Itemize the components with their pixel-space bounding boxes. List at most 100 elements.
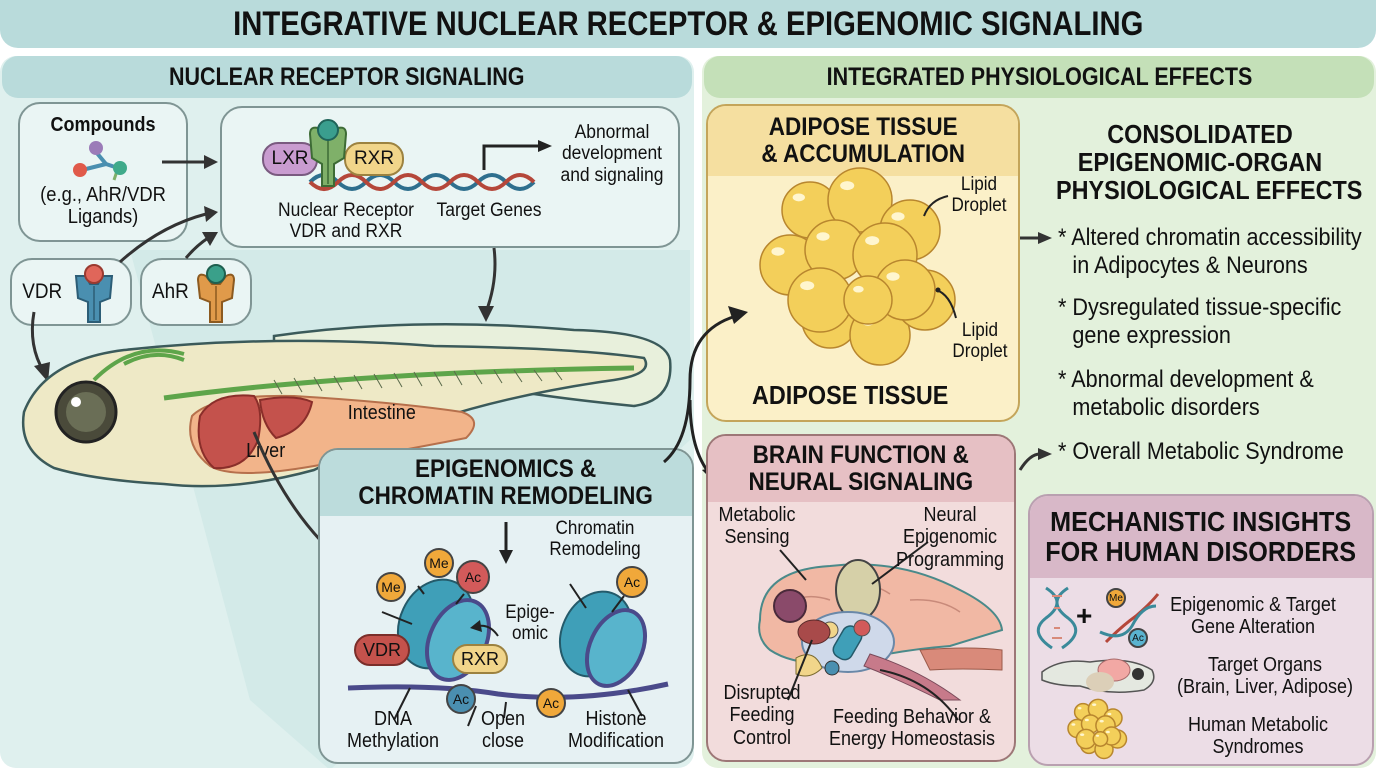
- dna-strand: [347, 681, 669, 700]
- vdr-box: [10, 258, 132, 326]
- methyl-badge: Me: [424, 548, 454, 578]
- vdr-label: VDR: [22, 280, 63, 303]
- receptor-arrows: [30, 206, 497, 382]
- brain-illustration: [758, 541, 1004, 721]
- main-title: INTEGRATIVE NUCLEAR RECEPTOR & EPIGENOMI…: [232, 4, 1144, 43]
- rxr-tag: RXR: [452, 644, 508, 674]
- fat-cell-highlight: [1077, 707, 1082, 710]
- feeding-behavior-label: Feeding Behavior & Energy Homeostasis: [828, 706, 996, 751]
- lipid-droplet-label-bottom: Lipid Droplet: [952, 320, 1008, 363]
- nuclear-receptor-box: [220, 106, 680, 248]
- dna-epigenomic-icon: [1036, 586, 1160, 650]
- acetyl-badge: Ac: [456, 560, 490, 594]
- disrupted-feeding-label: Disrupted Feeding Control: [723, 682, 801, 749]
- compound-molecule-icon: [73, 141, 127, 181]
- fish-eye-highlight: [71, 397, 81, 407]
- fat-cell-highlight: [1099, 719, 1104, 723]
- effect-bullet: * Abnormal development & metabolic disor…: [1058, 366, 1314, 421]
- fat-cell-highlight: [792, 193, 805, 202]
- nuclear-receptor-heading-bar: NUCLEAR RECEPTOR SIGNALING: [2, 56, 692, 98]
- mechanistic-heading-bar: MECHANISTIC INSIGHTS FOR HUMAN DISORDERS: [1030, 496, 1372, 578]
- adipose-heading-bar: ADIPOSE TISSUE & ACCUMULATION: [708, 106, 1018, 176]
- neural-epigenomic-label: Neural Epigenomic Programming: [895, 504, 1005, 571]
- acetyl-badge: Ac: [1128, 628, 1148, 648]
- effect-bullet: * Dysregulated tissue-specific gene expr…: [1058, 294, 1342, 349]
- fat-cell-highlight: [1107, 712, 1112, 716]
- compounds-box: [18, 102, 188, 242]
- open-close-label: Open close: [480, 708, 526, 753]
- vdr-tag: VDR: [354, 634, 410, 666]
- metabolic-sensing-label: Metabolic Sensing: [718, 504, 796, 549]
- mechanistic-insights-box: MECHANISTIC INSIGHTS FOR HUMAN DISORDERS: [1028, 494, 1374, 766]
- epigenomics-box: EPIGENOMICS & CHROMATIN REMODELING: [318, 448, 694, 764]
- epigenomics-heading-bar: EPIGENOMICS & CHROMATIN REMODELING: [320, 450, 692, 516]
- fat-cell-highlight: [886, 272, 900, 281]
- fish-intestine: [189, 394, 475, 474]
- acetyl-badge: Ac: [536, 688, 566, 718]
- acetyl-badge: Ac: [446, 684, 476, 714]
- zebrafish-larva-icon: [1041, 658, 1155, 693]
- fat-cell-highlight: [816, 232, 830, 241]
- fat-cell-highlight: [853, 285, 864, 293]
- brain-heading-bar: BRAIN FUNCTION & NEURAL SIGNALING: [708, 436, 1014, 502]
- effect-bullet: * Altered chromatin accessibility in Adi…: [1058, 224, 1362, 279]
- mechanistic-item: Human Metabolic Syndromes: [1187, 714, 1329, 759]
- physiological-effects-heading: INTEGRATED PHYSIOLOGICAL EFFECTS: [826, 62, 1252, 91]
- fat-cell-highlight: [1095, 734, 1100, 737]
- nuclear-receptor-heading: NUCLEAR RECEPTOR SIGNALING: [169, 62, 525, 91]
- consolidated-heading: CONSOLIDATED EPIGENOMIC-ORGAN PHYSIOLOGI…: [1056, 119, 1363, 206]
- chromatin-remodeling-label: Chromatin Remodeling: [549, 518, 641, 561]
- arrow-compounds-to-receptor: [162, 155, 218, 169]
- mechanistic-item: Target Organs (Brain, Liver, Adipose): [1176, 654, 1354, 699]
- fish-liver-lobe-right: [258, 396, 314, 440]
- main-title-bar: INTEGRATIVE NUCLEAR RECEPTOR & EPIGENOMI…: [0, 0, 1376, 48]
- abnormal-development-label: Abnormal development and signaling: [560, 122, 664, 186]
- histone-modification-label: Histone Modification: [567, 708, 665, 753]
- ahr-label: AhR: [152, 280, 189, 303]
- epigenomic-label: Epige- omic: [505, 602, 555, 645]
- fat-cell-highlight: [891, 212, 905, 221]
- nuclear-receptor-label: Nuclear Receptor VDR and RXR: [277, 200, 415, 243]
- fat-cell-highlight: [771, 247, 785, 256]
- ahr-receptor-icon: [196, 264, 236, 323]
- fat-cell-highlight: [1092, 703, 1097, 707]
- fish-brain-nerve: [92, 348, 185, 382]
- methyl-badge: Me: [1106, 588, 1126, 608]
- compounds-caption: (e.g., AhR/VDR Ligands): [40, 184, 166, 229]
- intestine-label: Intestine: [347, 402, 416, 424]
- vdr-receptor-icon: [74, 264, 114, 323]
- fish-spine-ribs: [273, 368, 563, 395]
- fat-cell: [1092, 731, 1109, 747]
- fat-cell-highlight: [840, 181, 855, 191]
- zebrafish-illustration: [21, 323, 672, 488]
- effect-bullet: * Overall Metabolic Syndrome: [1058, 438, 1344, 465]
- epigenomics-heading: EPIGENOMICS & CHROMATIN REMODELING: [358, 455, 654, 510]
- rxr-tag: RXR: [344, 142, 404, 176]
- fat-cell-highlight: [1084, 718, 1089, 722]
- methyl-badge: Me: [376, 572, 406, 602]
- fat-cell-highlight: [1105, 730, 1110, 734]
- plus-sign: +: [1076, 600, 1093, 631]
- mechanistic-item: Epigenomic & Target Gene Alteration: [1170, 594, 1336, 639]
- fat-cell-highlight: [1071, 723, 1076, 726]
- mechanistic-heading: MECHANISTIC INSIGHTS FOR HUMAN DISORDERS: [1045, 505, 1357, 567]
- nucleosome-right: [559, 590, 648, 688]
- adipose-heading: ADIPOSE TISSUE & ACCUMULATION: [761, 113, 965, 168]
- acetyl-badge: Ac: [616, 566, 648, 598]
- compounds-title: Compounds: [50, 114, 156, 136]
- receptor-green-icon: [308, 119, 348, 187]
- physiological-effects-heading-bar: INTEGRATED PHYSIOLOGICAL EFFECTS: [704, 56, 1374, 98]
- fat-cell-highlight: [865, 236, 880, 246]
- fat-cell-highlight: [800, 281, 815, 291]
- adipose-tissue-footer: ADIPOSE TISSUE: [752, 380, 949, 410]
- fat-cell-highlight: [1080, 733, 1085, 737]
- human-adipocyte-icon: [1067, 698, 1128, 760]
- target-genes-label: Target Genes: [436, 200, 542, 221]
- transcription-arrow: [482, 140, 552, 170]
- adipocyte-cluster: [759, 167, 956, 366]
- dna-methylation-label: DNA Methylation: [346, 708, 440, 753]
- liver-label: Liver: [246, 440, 286, 462]
- brain-heading: BRAIN FUNCTION & NEURAL SIGNALING: [748, 441, 974, 496]
- dna-helix-icon: [308, 173, 536, 191]
